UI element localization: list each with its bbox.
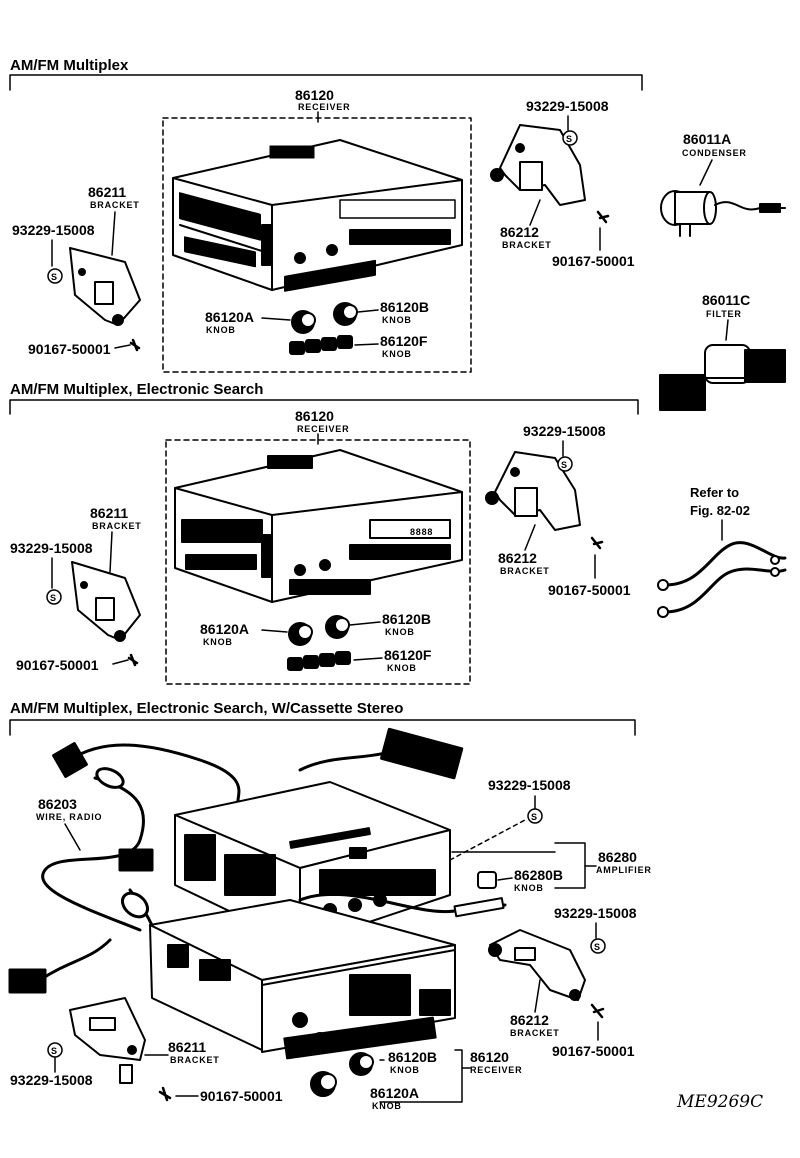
s3-screw-right: 93229-15008	[554, 905, 637, 921]
section-1: AM/FM Multiplex 86120 RECEIVER	[9, 57, 643, 373]
s2-left-bracket	[71, 561, 141, 642]
s1-bolt-left: 90167-50001	[28, 341, 111, 357]
s3-bracket-right-number: 86212	[510, 1012, 549, 1028]
section-1-title: AM/FM Multiplex	[10, 57, 129, 74]
s2-knob-a-name: KNOB	[203, 637, 233, 647]
section-2: AM/FM Multiplex, Electronic Search 86120…	[9, 381, 639, 685]
svg-text:8888: 8888	[410, 527, 433, 537]
s3-screw-left-s: S	[51, 1046, 58, 1056]
s3-bracket-left-name: BRACKET	[170, 1055, 220, 1065]
s1-screw-right-s: S	[566, 134, 573, 144]
s3-left-bracket	[69, 997, 146, 1084]
s2-knob-b-name: KNOB	[385, 627, 415, 637]
s3-knob-b-number: 86120B	[388, 1049, 437, 1065]
s3-knob-amp-number: 86280B	[514, 867, 563, 883]
s1-right-bracket	[490, 124, 586, 206]
s1-knob-a-name: KNOB	[206, 325, 236, 335]
filter-name: FILTER	[706, 309, 742, 319]
s2-bolt-right: 90167-50001	[548, 582, 631, 598]
s2-right-bracket	[485, 451, 581, 531]
s3-receiver-name: RECEIVER	[470, 1065, 522, 1075]
s3-bolt-right: 90167-50001	[552, 1043, 635, 1059]
s3-bracket-right-name: BRACKET	[510, 1028, 560, 1038]
s3-knob-b-name: KNOB	[390, 1065, 420, 1075]
section-3-title: AM/FM Multiplex, Electronic Search, W/Ca…	[10, 700, 403, 717]
s3-receiver-number: 86120	[470, 1049, 509, 1065]
wire-harness-icon	[657, 541, 787, 618]
s1-screw-left-s: S	[51, 272, 58, 282]
section-1-bracket-line	[9, 74, 643, 91]
section-1-receiver-box	[162, 117, 472, 373]
s1-knob-b-name: KNOB	[382, 315, 412, 325]
s2-knob-b-number: 86120B	[382, 611, 431, 627]
condenser-name: CONDENSER	[682, 148, 747, 158]
s1-screw-left-mark	[47, 268, 63, 284]
s2-screw-right: 93229-15008	[523, 423, 606, 439]
s3-amplifier-name: AMPLIFIER	[596, 865, 652, 875]
s3-screw-right-s: S	[594, 942, 601, 952]
s1-bracket-left-number: 86211	[88, 184, 126, 200]
s1-receiver-name: RECEIVER	[298, 102, 350, 112]
s1-knob-f-name: KNOB	[382, 349, 412, 359]
s1-knob-b-number: 86120B	[380, 299, 429, 315]
condenser-icon	[660, 190, 786, 237]
section-2-title: AM/FM Multiplex, Electronic Search	[10, 381, 263, 398]
s3-screw-top: 93229-15008	[488, 777, 571, 793]
s1-bracket-left-name: BRACKET	[90, 200, 140, 210]
s3-receiver-unit	[149, 899, 456, 1060]
section-2-receiver-box	[165, 439, 471, 685]
s1-knob-a-number: 86120A	[205, 309, 254, 325]
s3-bolt-left: 90167-50001	[200, 1088, 283, 1104]
s1-bracket-right-number: 86212	[500, 224, 539, 240]
s3-right-bracket	[488, 929, 586, 1001]
s1-screw-right: 93229-15008	[526, 98, 609, 114]
s2-knob-f-name: KNOB	[387, 663, 417, 673]
s1-screw-left: 93229-15008	[12, 222, 95, 238]
s2-screw-left: 93229-15008	[10, 540, 93, 556]
s3-screw-left: 93229-15008	[10, 1072, 93, 1088]
s3-knob-a-name: KNOB	[372, 1101, 402, 1111]
s1-bolt-right: 90167-50001	[552, 253, 635, 269]
s2-knob-f-number: 86120F	[384, 647, 432, 663]
side-parts: 86011A CONDENSER 86011C FILTER Refer to …	[657, 131, 787, 618]
s1-bracket-right-name: BRACKET	[502, 240, 552, 250]
s2-bracket-left-number: 86211	[90, 505, 128, 521]
filter-number: 86011C	[702, 292, 750, 308]
s1-bolt-left-icon	[129, 338, 141, 352]
s3-knob-a-number: 86120A	[370, 1085, 419, 1101]
s2-receiver-number: 86120	[295, 408, 334, 424]
s3-wire-name: WIRE, RADIO	[36, 812, 102, 822]
s2-bracket-right-number: 86212	[498, 550, 537, 566]
s2-bracket-left-name: BRACKET	[92, 521, 142, 531]
s2-bolt-left: 90167-50001	[16, 657, 99, 673]
s3-wire-number: 86203	[38, 796, 77, 812]
diagram-code: ME9269C	[676, 1092, 763, 1112]
section-3: AM/FM Multiplex, Electronic Search, W/Ca…	[8, 700, 652, 1111]
s1-left-bracket	[69, 247, 141, 326]
s2-knobs	[287, 615, 351, 671]
s2-screw-right-s: S	[561, 460, 568, 470]
s3-screw-top-s: S	[531, 812, 538, 822]
s1-receiver-number: 86120	[295, 87, 334, 103]
s2-receiver-unit: 8888	[174, 449, 463, 603]
s3-bracket-left-number: 86211	[168, 1039, 206, 1055]
s3-knob-amp-name: KNOB	[514, 883, 544, 893]
s2-receiver-name: RECEIVER	[297, 424, 349, 434]
s2-screw-left-s: S	[50, 593, 57, 603]
s1-receiver-unit	[172, 139, 463, 292]
refer-line-1: Refer to	[690, 485, 739, 500]
s2-knob-a-number: 86120A	[200, 621, 249, 637]
filter-icon	[659, 344, 786, 411]
s3-knobs	[310, 1052, 374, 1097]
s3-amplifier-number: 86280	[598, 849, 637, 865]
s1-knob-f-number: 86120F	[380, 333, 428, 349]
s1-knobs	[289, 302, 358, 355]
s2-bracket-right-name: BRACKET	[500, 566, 550, 576]
s3-wire-harness	[8, 727, 464, 994]
condenser-number: 86011A	[683, 131, 731, 147]
refer-line-2: Fig. 82-02	[690, 503, 750, 518]
